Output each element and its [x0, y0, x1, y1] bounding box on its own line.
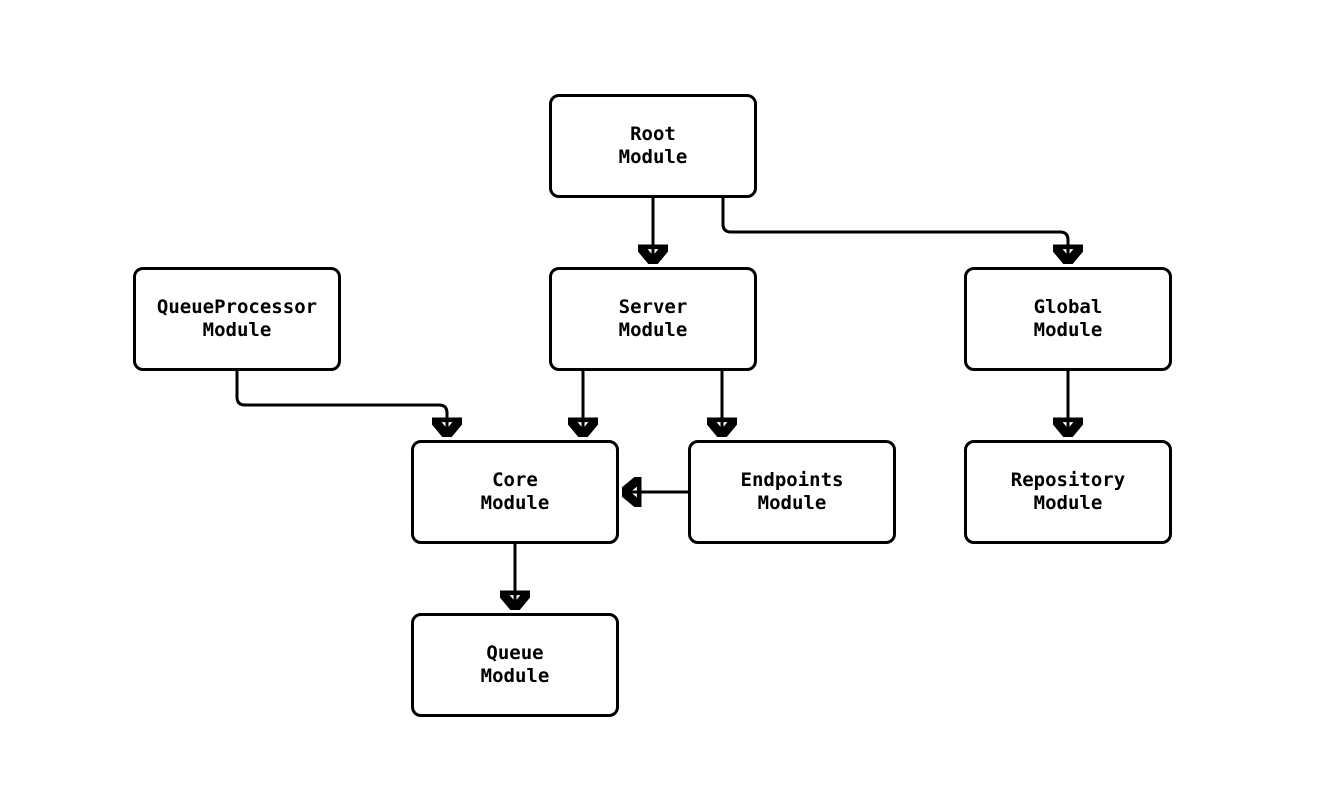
node-global-module-label: Global Module — [1033, 296, 1103, 341]
node-queue-module: Queue Module — [411, 613, 619, 717]
node-root-module-label: Root Module — [618, 123, 688, 168]
node-server-module-label: Server Module — [618, 296, 688, 341]
node-repository-module: Repository Module — [964, 440, 1172, 544]
node-repository-module-label: Repository Module — [1010, 469, 1126, 514]
node-queueprocessor-module: QueueProcessor Module — [133, 267, 341, 371]
node-endpoints-module-label: Endpoints Module — [740, 469, 844, 514]
edge-queueprocessor-to-core — [235, 371, 447, 435]
node-queueprocessor-module-label: QueueProcessor Module — [156, 296, 318, 341]
node-global-module: Global Module — [964, 267, 1172, 371]
node-queue-module-label: Queue Module — [480, 642, 550, 687]
node-core-module: Core Module — [411, 440, 619, 544]
node-endpoints-module: Endpoints Module — [688, 440, 896, 544]
edge-root-to-global — [721, 198, 1068, 262]
node-core-module-label: Core Module — [480, 469, 550, 514]
node-root-module: Root Module — [549, 94, 757, 198]
node-server-module: Server Module — [549, 267, 757, 371]
